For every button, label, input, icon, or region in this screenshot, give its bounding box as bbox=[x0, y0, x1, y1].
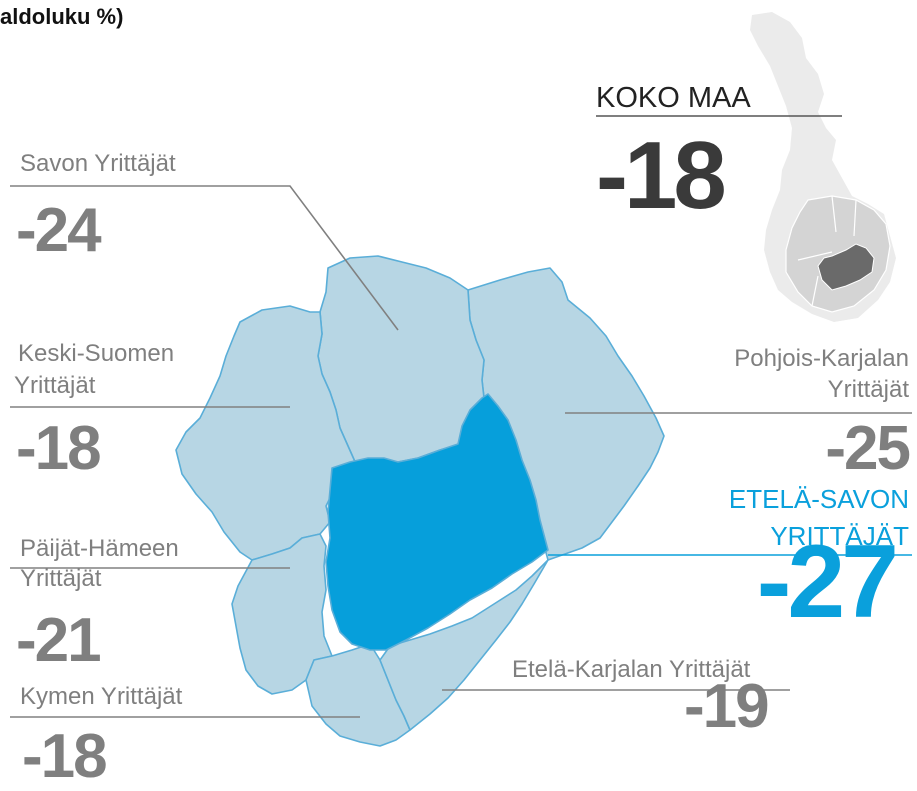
finland-region-divider bbox=[797, 195, 857, 307]
region-label-paijat-hame-2: Yrittäjät bbox=[20, 565, 102, 592]
region-label-pohjois-karjala-2: Yrittäjät bbox=[827, 376, 909, 403]
region-label-savo: Savon Yrittäjät bbox=[20, 150, 176, 177]
region-label-pohjois-karjala-1: Pohjois-Karjalan bbox=[734, 345, 909, 372]
finland-inset-map bbox=[750, 12, 896, 322]
region-label-keski-suomi-2: Yrittäjät bbox=[14, 372, 96, 399]
chart-subtitle: aldoluku %) bbox=[0, 4, 124, 29]
region-value-kymi: -18 bbox=[22, 722, 108, 791]
national-label: KOKO MAA bbox=[596, 82, 751, 114]
leader-lines bbox=[10, 115, 912, 718]
finland-etela-savo bbox=[817, 243, 875, 291]
region-value-keski-suomi: -18 bbox=[16, 414, 102, 483]
region-label-kymi: Kymen Yrittäjät bbox=[20, 683, 183, 710]
region-value-pohjois-karjala: -25 bbox=[825, 414, 911, 483]
national-value: -18 bbox=[596, 122, 727, 229]
region-map bbox=[175, 255, 665, 747]
highlight-value: -27 bbox=[756, 524, 899, 640]
leader-savo bbox=[10, 185, 399, 331]
region-label-keski-suomi-1: Keski-Suomen bbox=[18, 340, 175, 367]
region-label-etela-karjala: Etelä-Karjalan Yrittäjät bbox=[512, 656, 751, 683]
highlight-label-1: ETELÄ-SAVON bbox=[728, 484, 909, 514]
region-etela-savo bbox=[325, 393, 549, 651]
region-value-etela-karjala: -19 bbox=[684, 672, 770, 741]
region-label-paijat-hame-1: Päijät-Hämeen bbox=[20, 535, 179, 562]
region-etela-karjala bbox=[379, 559, 549, 731]
region-value-savo: -24 bbox=[16, 196, 102, 265]
region-value-paijat-hame: -21 bbox=[16, 606, 102, 675]
highlight-label-2: YRITTÄJÄT bbox=[770, 521, 909, 551]
